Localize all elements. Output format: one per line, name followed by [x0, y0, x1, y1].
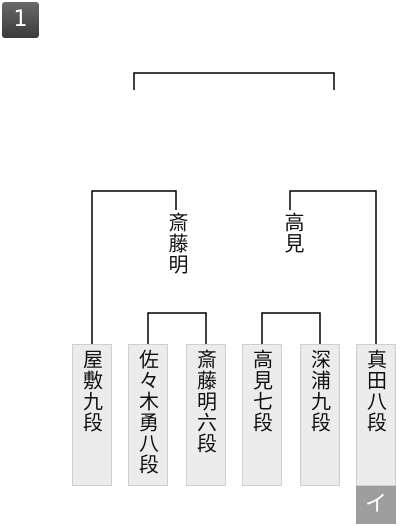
first-round-left-bracket-line [147, 312, 207, 344]
player-box-6: 真田八段 [356, 344, 396, 486]
player-name: 斎藤明六段 [193, 349, 218, 454]
player-box-4: 高見七段 [242, 344, 282, 486]
player-box-2: 佐々木勇八段 [128, 344, 168, 486]
player-name: 真田八段 [363, 349, 388, 433]
player-name: 屋敷九段 [79, 349, 104, 433]
final-bracket-line [133, 72, 335, 90]
winner-left-name: 斎藤明 [163, 212, 192, 275]
corner-label: イ [356, 486, 396, 524]
player-box-5: 深浦九段 [300, 344, 340, 486]
right-semi-bracket-line [289, 190, 377, 344]
winner-right-name: 高見 [279, 212, 308, 254]
player-name: 高見七段 [249, 349, 274, 433]
player-name: 深浦九段 [307, 349, 332, 433]
player-name: 佐々木勇八段 [135, 349, 160, 475]
player-box-1: 屋敷九段 [72, 344, 112, 486]
bracket-number-badge: 1 [2, 2, 39, 38]
first-round-right-bracket-line [261, 312, 321, 344]
left-semi-bracket-line [91, 190, 177, 344]
player-box-3: 斎藤明六段 [186, 344, 226, 486]
